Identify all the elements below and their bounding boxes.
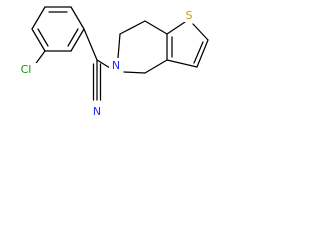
bond: [123, 71, 146, 74]
double-bond: [37, 28, 49, 47]
bond: [192, 23, 209, 41]
bond: [31, 6, 46, 30]
chlorophenyl-ring: [31, 6, 85, 52]
bond: [31, 28, 46, 52]
ring-nitrogen-atom-label: N: [112, 59, 120, 72]
bond: [70, 28, 85, 52]
bond-ring-to-central-carbon: [83, 28, 98, 61]
sulfur-atom-label: S: [186, 9, 193, 22]
bond: [144, 20, 168, 35]
thiophene-ring: [166, 21, 209, 68]
bond: [70, 6, 85, 30]
bond: [166, 21, 186, 35]
chlorine-atom-label: Cl: [21, 63, 32, 76]
double-bond: [193, 41, 204, 64]
bond-central-carbon-to-nitrogen: [96, 59, 111, 69]
nitrile-triple-bond: [92, 59, 102, 101]
tetrahydropyridine-ring: [117, 20, 168, 74]
nitrile-nitrogen-atom-label: N: [93, 105, 101, 118]
bond: [166, 59, 198, 68]
bond: [117, 33, 121, 59]
bond: [196, 39, 209, 68]
chemical-structure: Cl S N N: [16, 6, 209, 120]
bond: [144, 59, 168, 74]
bond: [119, 20, 146, 35]
double-bond: [67, 28, 79, 47]
